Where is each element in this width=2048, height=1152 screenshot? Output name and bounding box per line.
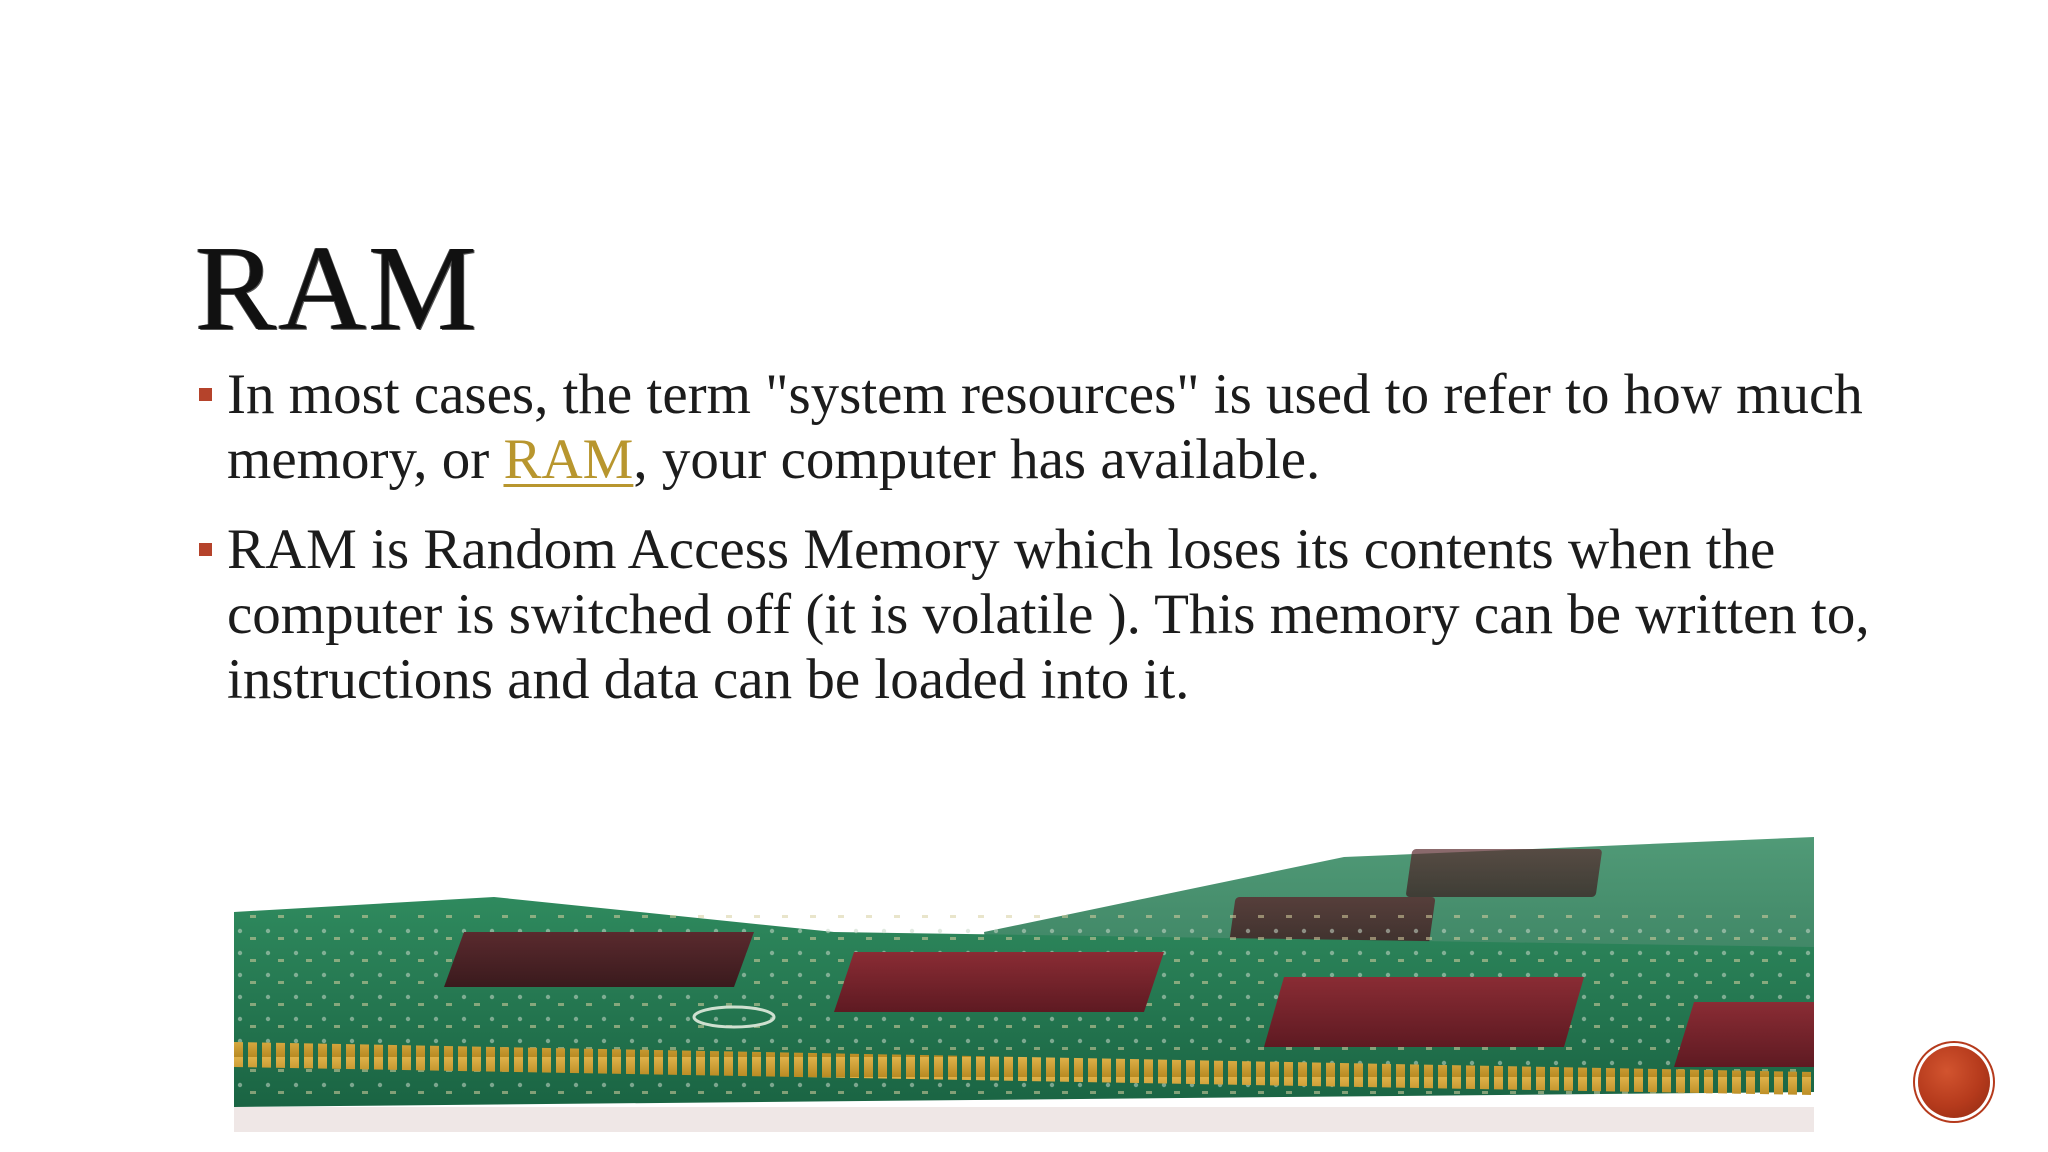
next-slide-button[interactable] bbox=[1918, 1046, 1990, 1118]
bullet-text-before-link: In most cases, the term "system resource… bbox=[227, 363, 1863, 491]
bullet-list: In most cases, the term "system resource… bbox=[195, 362, 1875, 737]
slide-title: RAM bbox=[195, 220, 479, 356]
ram-link[interactable]: RAM bbox=[503, 428, 634, 491]
ram-module-photo bbox=[234, 837, 1814, 1132]
bullet-text-after-link: , your computer has available. bbox=[633, 428, 1321, 491]
square-bullet-icon bbox=[199, 388, 212, 401]
square-bullet-icon bbox=[199, 543, 212, 556]
ram-module-illustration bbox=[234, 837, 1814, 1132]
bullet-text: RAM is Random Access Memory which loses … bbox=[227, 518, 1870, 711]
bullet-text: In most cases, the term "system resource… bbox=[227, 363, 1863, 491]
bullet-item: RAM is Random Access Memory which loses … bbox=[195, 517, 1875, 712]
bullet-item: In most cases, the term "system resource… bbox=[195, 362, 1875, 492]
